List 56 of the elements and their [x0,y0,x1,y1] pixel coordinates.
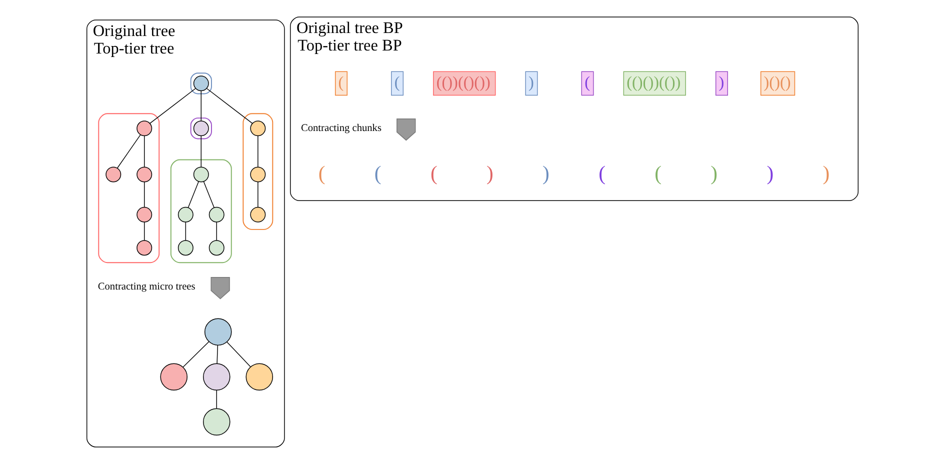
connector [149,88,196,124]
connector [187,181,198,208]
node-circle [105,166,121,182]
label: ( [394,74,400,92]
node-circle [160,363,187,391]
connector [184,222,186,241]
node-circle [208,240,224,256]
node-circle [208,206,224,222]
connector [200,90,202,122]
node-circle [192,166,208,182]
label: ( [584,74,590,92]
label: (())(()()) [436,74,490,92]
label: Contracting micro trees [97,282,195,293]
node-circle [136,166,152,182]
node-circle [177,206,193,222]
node-circle [250,166,266,182]
connector [216,344,218,364]
label: Contracting chunks [300,123,381,134]
node-circle [202,408,230,436]
label: ) [486,162,493,185]
label: )()() [763,74,790,92]
connector [182,341,209,368]
connector [257,182,258,208]
connector [202,181,214,208]
label: ( [430,162,437,185]
label: ( [598,162,605,185]
connector [257,136,258,168]
label: ) [710,162,718,185]
connector [116,134,140,168]
label: ( [318,162,325,185]
cluster [170,159,232,264]
connector [226,342,250,368]
node-circle [136,206,152,222]
label: ) [528,74,534,92]
node-circle [250,206,266,222]
connector [206,88,252,124]
node-circle [177,240,193,256]
label: ( [374,162,381,185]
label: (()())(()) [626,74,680,92]
label: ) [766,162,774,185]
node-circle [245,363,273,391]
node-circle [136,120,152,136]
node-arrow [210,277,230,300]
connector [200,136,202,168]
cluster [242,113,273,230]
label: ) [718,74,724,92]
node-arrow [396,118,416,141]
label: ( [654,162,662,185]
label: ( [338,74,344,92]
node-circle [204,318,232,346]
label: ) [542,162,549,185]
label: ) [822,162,830,185]
node-circle [250,120,266,136]
node-circle [136,240,152,256]
cluster [98,113,160,264]
node-circle [202,363,230,391]
